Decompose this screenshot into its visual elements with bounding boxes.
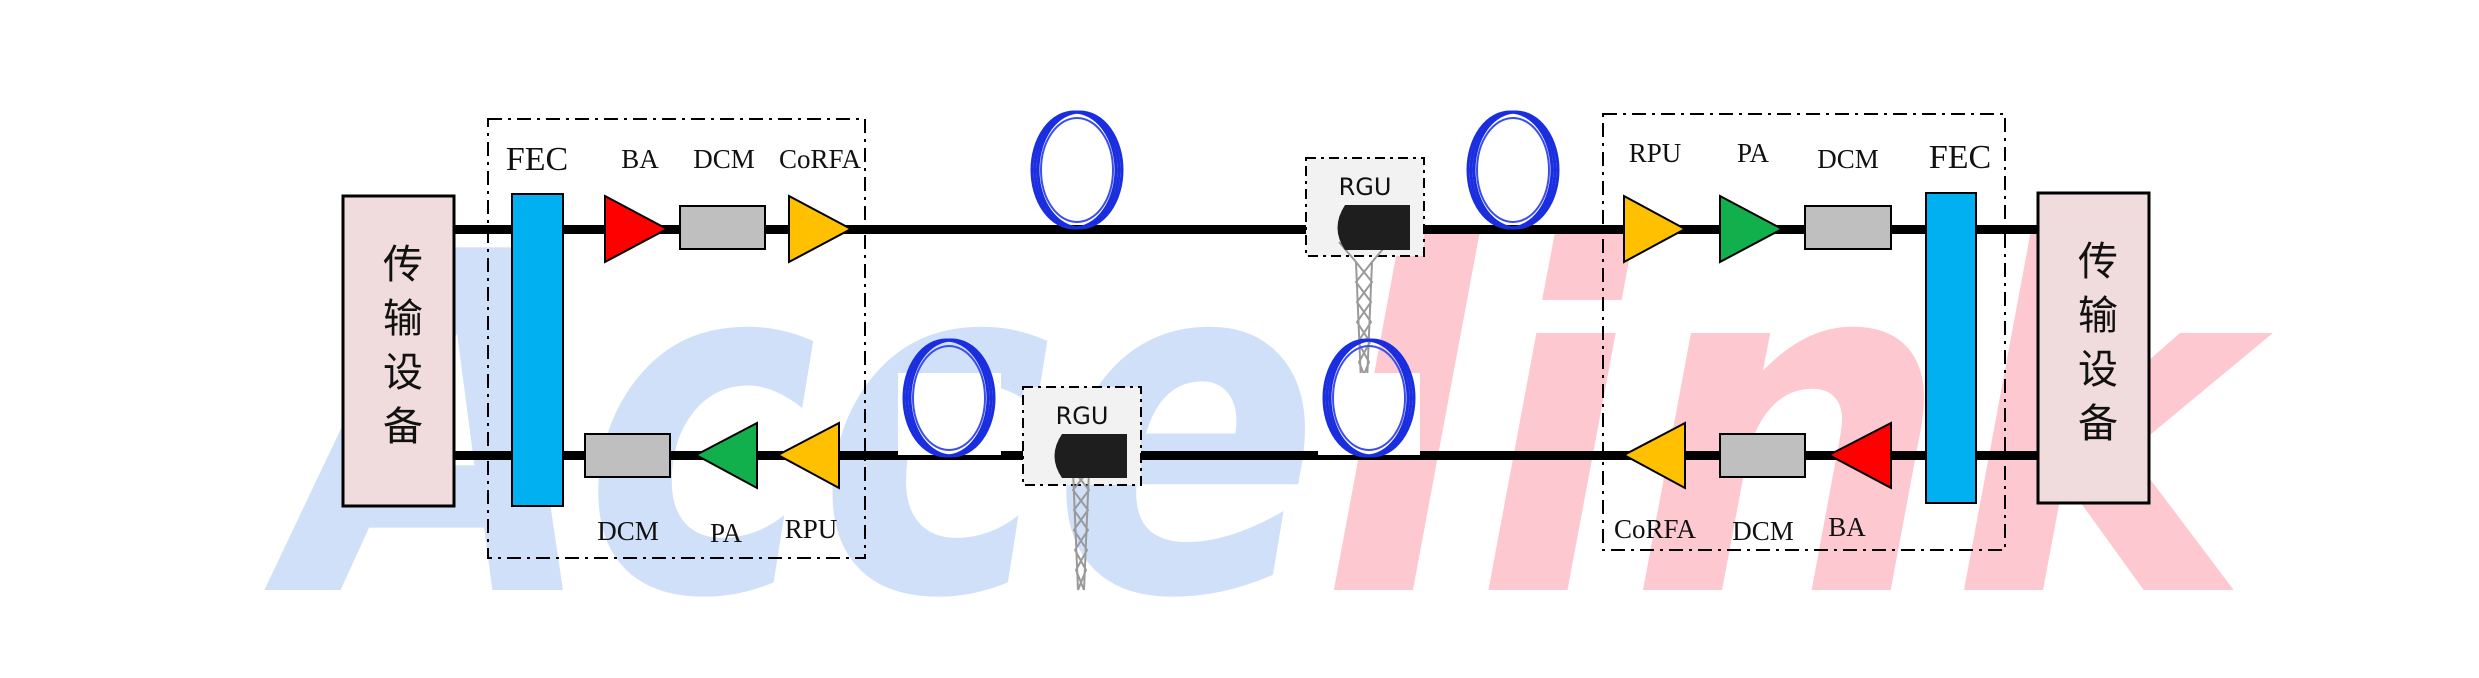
left-ba-label: BA <box>621 144 659 174</box>
top-rgu: RGU <box>1305 157 1425 383</box>
left-top-dcm <box>679 205 766 250</box>
right-ba-amplifier <box>1826 421 1892 490</box>
right-pa-label: PA <box>1737 138 1770 168</box>
left-fec-label: FEC <box>506 141 568 178</box>
right-corfa-label: CoRFA <box>1614 514 1697 544</box>
right-top-dcm-label: DCM <box>1817 144 1879 174</box>
right-pa-amplifier <box>1719 194 1785 264</box>
top-rgu-label: RGU <box>1339 173 1392 201</box>
right-terminal-boundary <box>1602 113 2006 551</box>
right-rpu <box>1623 194 1688 264</box>
right-bottom-dcm-label: DCM <box>1732 516 1794 546</box>
left-corfa-amplifier <box>788 194 854 264</box>
left-terminal-boundary <box>487 118 866 559</box>
left-rpu-label: RPU <box>785 514 838 544</box>
left-pa-label: PA <box>710 518 743 548</box>
left-ba-amplifier <box>604 194 670 264</box>
left-bottom-dcm-label: DCM <box>597 516 659 546</box>
left-corfa-label: CoRFA <box>779 144 862 174</box>
top-rgu-device-icon <box>1337 205 1410 250</box>
right-top-dcm <box>1804 205 1892 250</box>
bottom-rgu-label: RGU <box>1056 402 1109 430</box>
right-fec-label: FEC <box>1929 139 1991 176</box>
left-transmission-equipment <box>341 194 456 508</box>
left-equipment-label: 传输设备 <box>376 243 422 459</box>
right-ba-label: BA <box>1828 512 1866 542</box>
right-rpu-label: RPU <box>1629 138 1682 168</box>
right-corfa-amplifier <box>1621 421 1686 490</box>
top-fiber-line <box>454 225 2038 234</box>
right-bottom-dcm <box>1719 433 1806 478</box>
bottom-rgu: RGU <box>1022 386 1142 591</box>
bottom-rgu-device-icon <box>1054 434 1127 478</box>
right-equipment-label: 传输设备 <box>2071 240 2117 456</box>
left-bottom-dcm <box>584 433 671 478</box>
bottom-fiber-line <box>454 451 2038 460</box>
left-pa-amplifier <box>693 421 758 490</box>
right-transmission-equipment <box>2036 191 2151 505</box>
left-top-dcm-label: DCM <box>693 144 755 174</box>
right-fec-bar <box>1925 192 1977 504</box>
left-fec-bar <box>511 193 564 507</box>
left-rpu <box>775 421 840 490</box>
